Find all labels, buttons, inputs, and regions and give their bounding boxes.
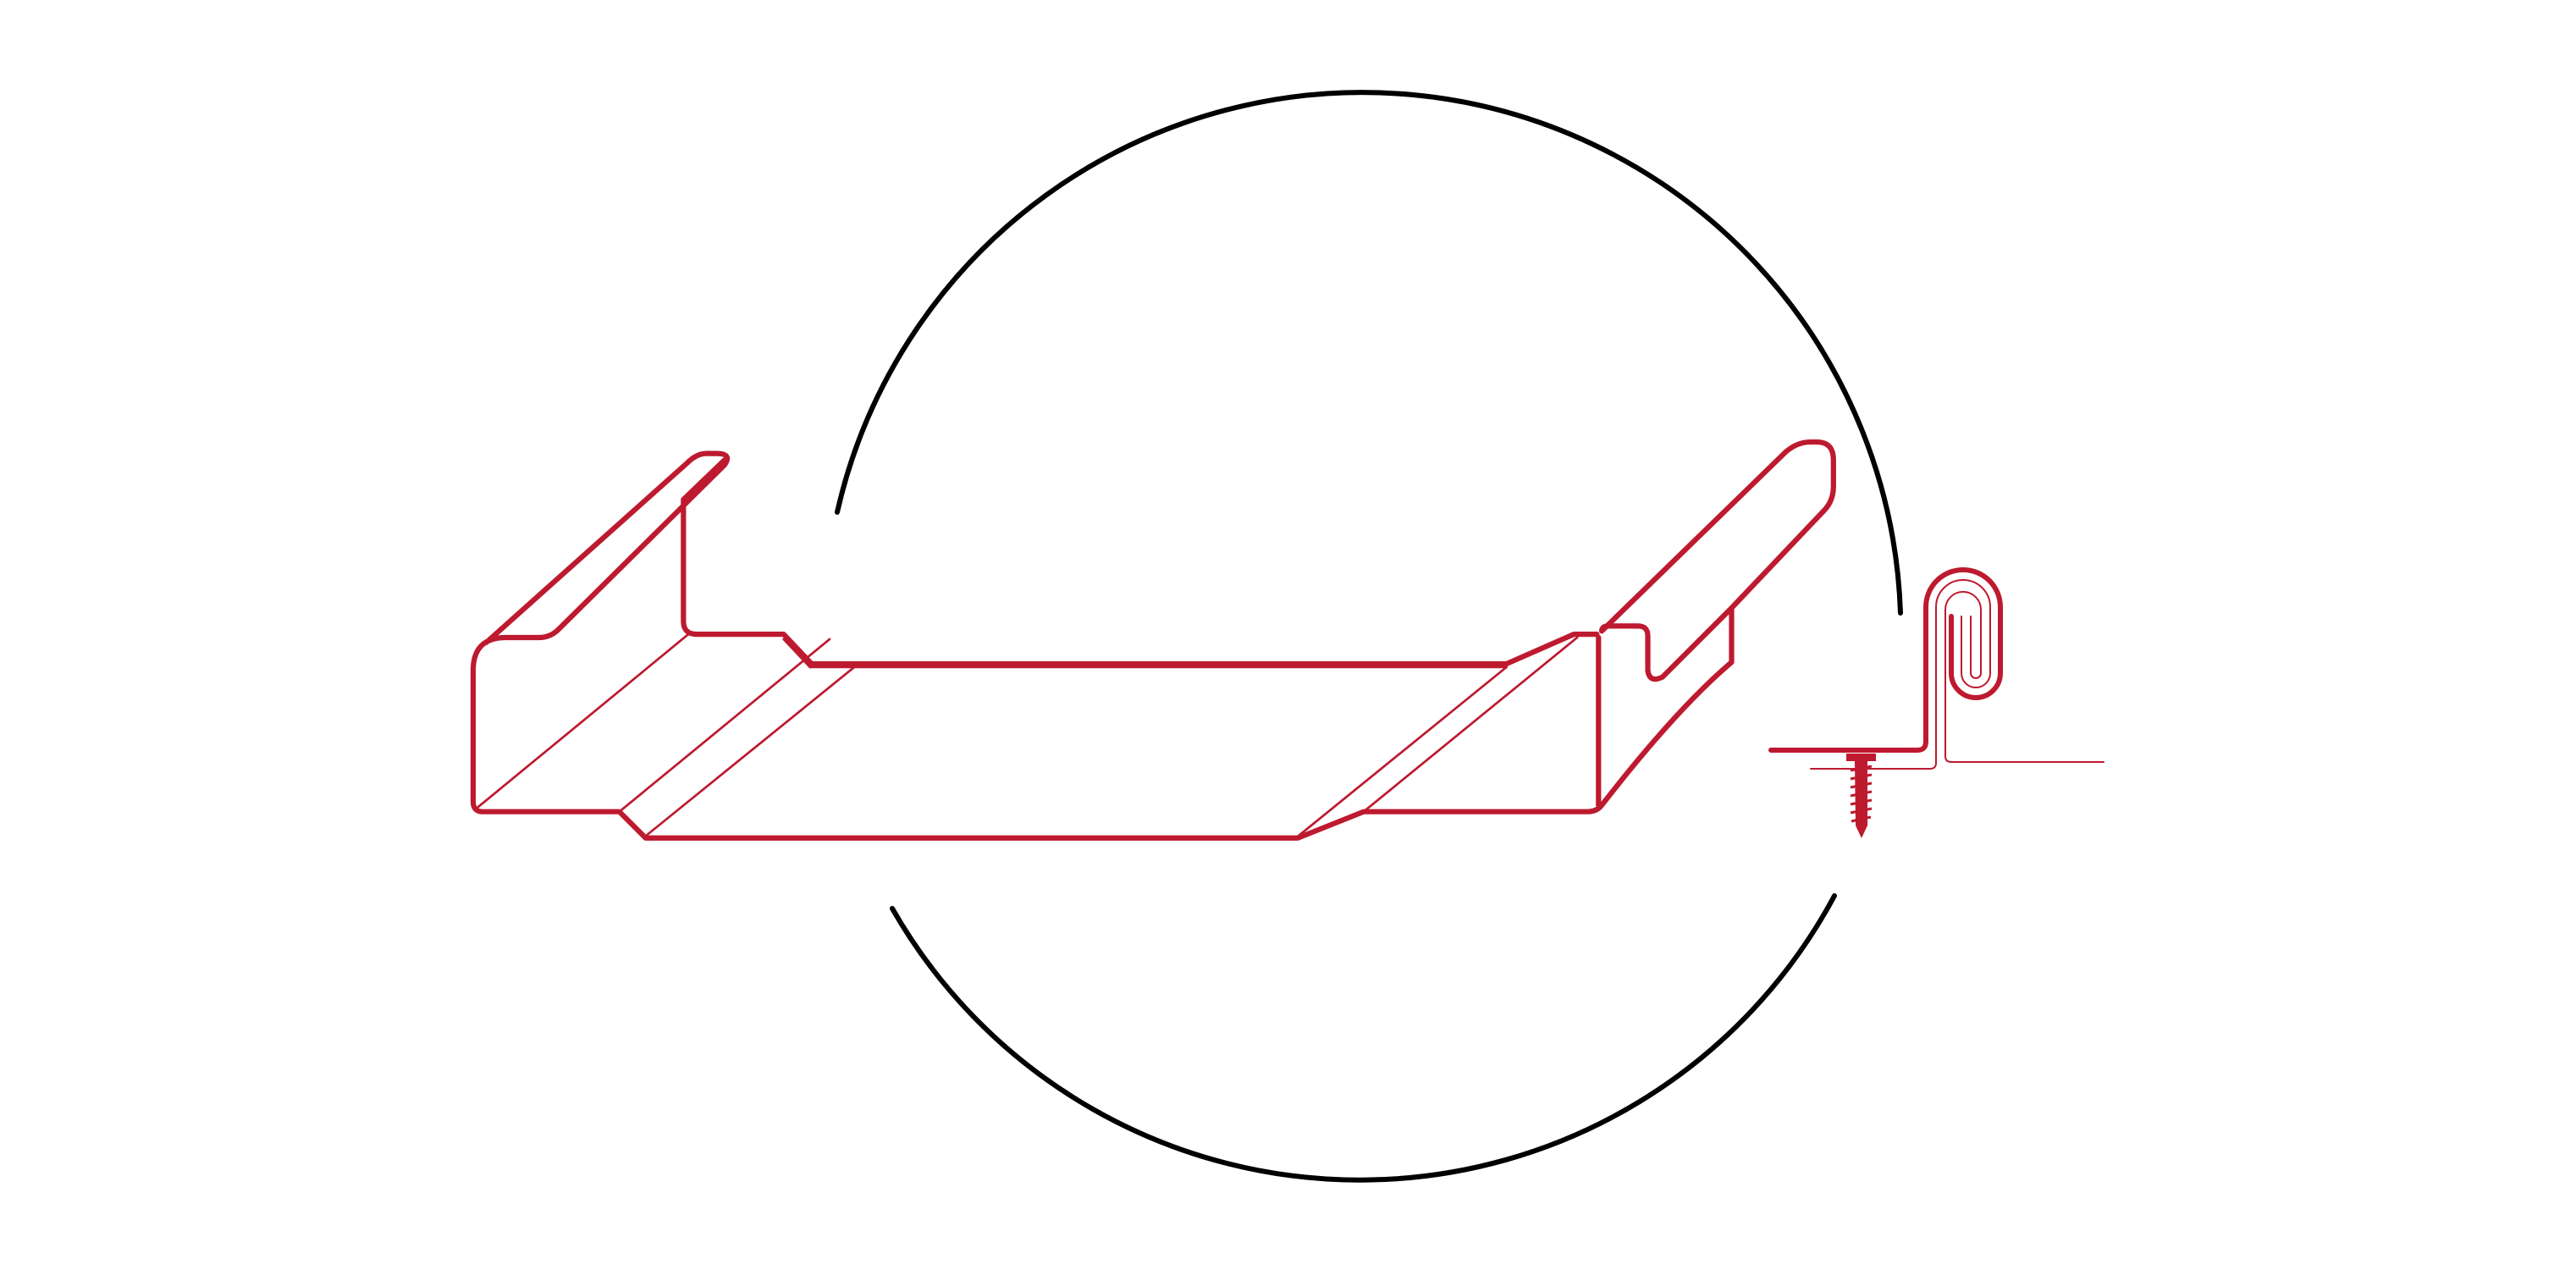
panel-profile-icon — [470, 439, 1836, 841]
seam-clip-icon — [1768, 567, 2104, 770]
bottom-arc — [890, 893, 1837, 1183]
top-arc — [835, 90, 1903, 616]
screw-icon — [1846, 754, 1876, 838]
circular-arcs — [835, 90, 1903, 1183]
